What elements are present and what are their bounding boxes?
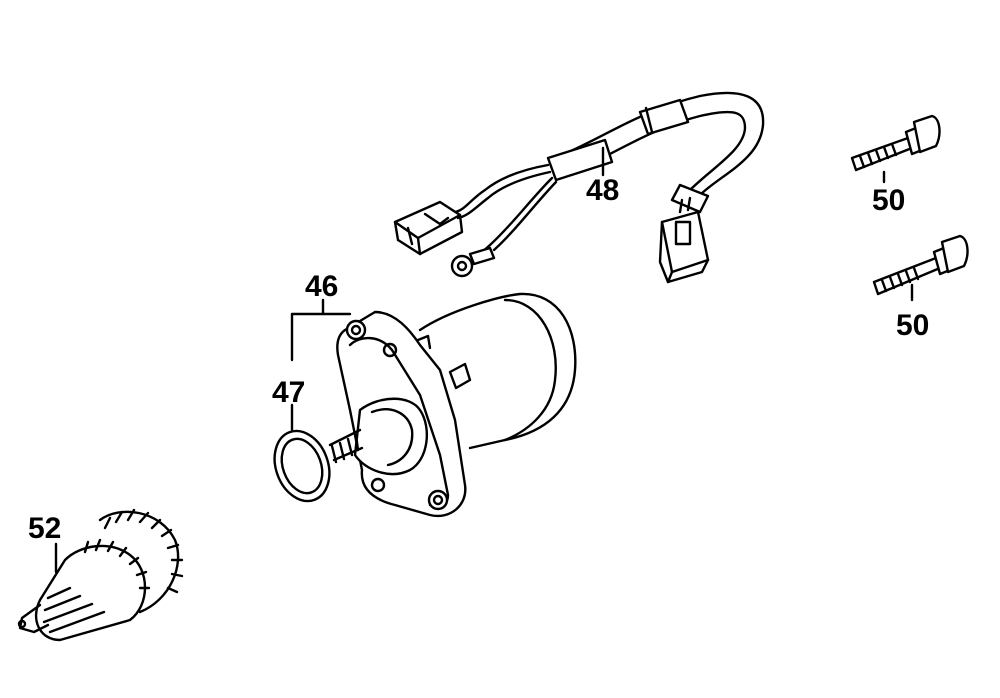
wiring-harness-icon	[393, 91, 765, 284]
callout-50-lower: 50	[896, 309, 930, 342]
starter-motor-icon	[290, 292, 577, 518]
callout-48: 48	[586, 174, 620, 207]
callout-47: 47	[272, 376, 306, 409]
callout-52: 52	[28, 512, 62, 545]
callout-50-upper: 50	[872, 184, 906, 217]
flange-bolt-icon	[850, 114, 969, 302]
callout-46: 46	[305, 270, 339, 303]
o-ring-icon	[273, 429, 331, 503]
starter-drive-gear-icon	[17, 508, 184, 642]
